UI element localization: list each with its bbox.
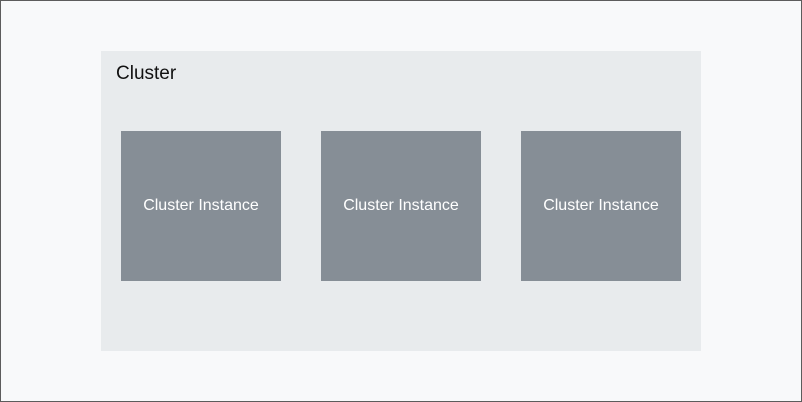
cluster-label: Cluster xyxy=(116,63,177,84)
cluster-box: Cluster Cluster Instance Cluster Instanc… xyxy=(101,51,701,351)
cluster-instance-2: Cluster Instance xyxy=(321,131,481,281)
cluster-instance-label: Cluster Instance xyxy=(543,197,659,214)
cluster-instance-label: Cluster Instance xyxy=(343,197,459,214)
cluster-instance-3: Cluster Instance xyxy=(521,131,681,281)
cluster-instance-1: Cluster Instance xyxy=(121,131,281,281)
cluster-instance-label: Cluster Instance xyxy=(143,197,259,214)
